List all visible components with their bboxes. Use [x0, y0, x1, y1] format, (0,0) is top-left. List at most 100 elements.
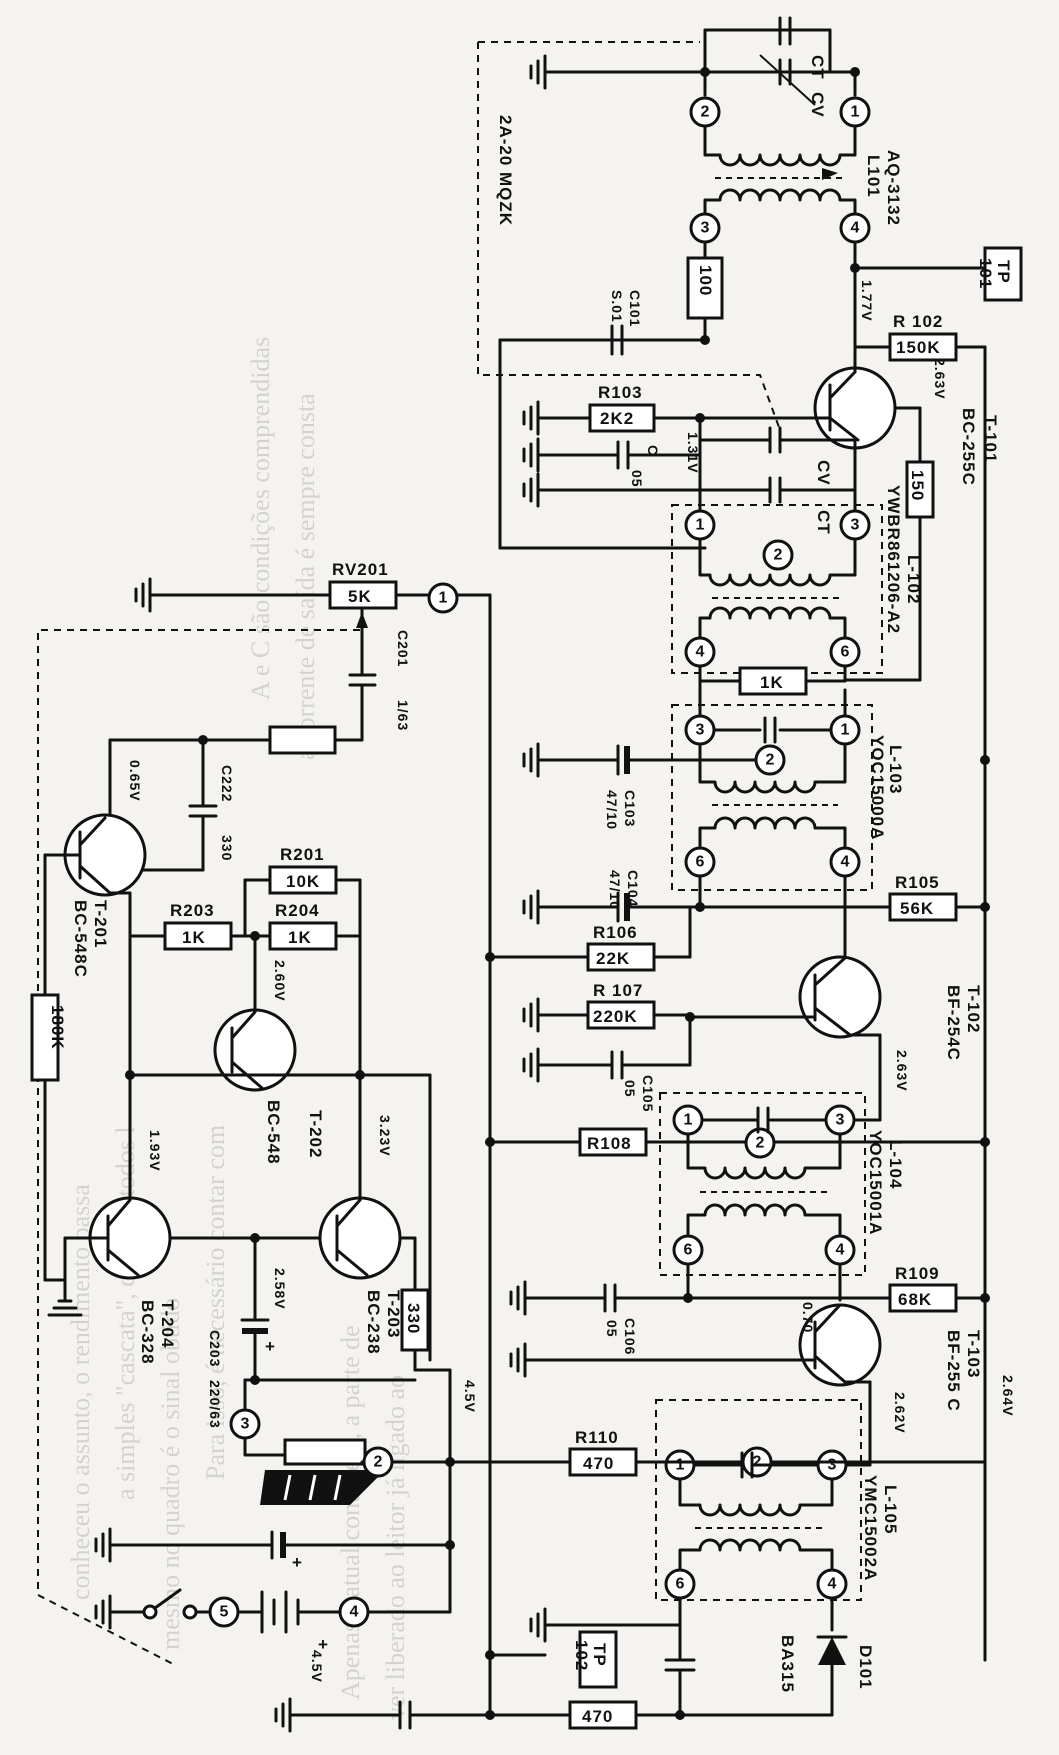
label-c203-val: 220/63	[207, 1380, 223, 1429]
label-l103-part: YOC15000A	[868, 735, 887, 840]
label-rv201-val: 5K	[348, 587, 372, 606]
label-v260: 2.60V	[272, 960, 288, 1002]
label-c222: C222	[219, 765, 235, 802]
label-l103: L-103	[886, 745, 905, 794]
ground-icon	[134, 577, 152, 613]
svg-text:6: 6	[676, 1576, 685, 1593]
ground-icon	[274, 1697, 292, 1733]
label-r201-val: 10K	[286, 872, 320, 891]
label-r204: R204	[275, 901, 320, 920]
label-v258: 2.58V	[272, 1268, 288, 1310]
label-t103: T-103	[964, 1330, 983, 1378]
diode-d101	[818, 1637, 846, 1665]
resistor-feed	[268, 725, 337, 755]
svg-text:2: 2	[374, 1454, 383, 1471]
label-t202-part: BC-548	[264, 1100, 283, 1165]
resistor-r107	[586, 1000, 656, 1030]
svg-text:4: 4	[836, 1242, 845, 1259]
svg-text:3: 3	[241, 1416, 250, 1433]
label-r109: R109	[895, 1264, 940, 1283]
ground-icon	[94, 1594, 112, 1630]
svg-text:4: 4	[828, 1576, 837, 1593]
l105-shield	[655, 1399, 862, 1601]
label-c104: C104	[625, 870, 641, 907]
label-c203: C203	[207, 1330, 223, 1367]
label-l105-part: YMC15002A	[861, 1475, 880, 1581]
speaker-icon	[260, 1438, 385, 1505]
label-t102: T-102	[964, 985, 983, 1033]
label-r201: R201	[280, 845, 325, 864]
label-r102: R 102	[893, 312, 943, 331]
label-r150: 150	[908, 470, 927, 501]
label-r180k: 180K	[48, 1005, 67, 1050]
transistor-t102	[798, 955, 882, 1039]
svg-text:5: 5	[220, 1604, 229, 1621]
label-c105: C105	[640, 1075, 656, 1112]
label-d101-part: BA315	[778, 1635, 797, 1693]
label-r103-val: 2K2	[600, 409, 634, 428]
label-t101-part: BC-255C	[959, 408, 978, 486]
label-t203-part: BC-238	[364, 1290, 383, 1355]
label-r103: R103	[598, 383, 643, 402]
label-tp101-b: 101	[976, 258, 995, 289]
label-c103: C103	[622, 790, 638, 827]
ground-icon	[529, 54, 547, 90]
transistor-t203	[318, 1196, 402, 1280]
svg-text:2: 2	[756, 1135, 765, 1152]
resistor-r108	[578, 1127, 648, 1157]
label-l104-part: YOC15001A	[866, 1130, 885, 1235]
label-t204-part: BC-328	[138, 1300, 157, 1365]
label-r102-val: 150K	[896, 338, 941, 357]
ground-icon	[522, 437, 540, 473]
label-c222-val: 330	[219, 835, 235, 861]
ground-icon	[529, 1607, 547, 1643]
label-c101-val: S.01	[609, 290, 625, 323]
svg-text:2: 2	[701, 104, 710, 121]
svg-text:6: 6	[841, 644, 850, 661]
ground-icon	[522, 400, 540, 436]
resistor-r105	[888, 892, 958, 922]
svg-text:3: 3	[851, 517, 860, 534]
label-l102-part: YWBR861206-A2	[884, 485, 903, 634]
resistor-180k	[30, 993, 60, 1082]
label-tp102-b: 102	[572, 1640, 591, 1671]
label-v45a: 4.5V	[462, 1380, 478, 1413]
svg-text:4: 4	[350, 1604, 359, 1621]
label-rv201: RV201	[332, 560, 389, 579]
label-l105: L-105	[881, 1485, 900, 1534]
label-t202: T-202	[306, 1110, 325, 1158]
label-r105: R105	[895, 873, 940, 892]
label-cv-mid: CV	[814, 460, 833, 486]
test-point-101	[983, 246, 1023, 302]
svg-text:4: 4	[696, 644, 705, 661]
label-r110-val: 470	[583, 1454, 614, 1473]
label-t103-part: BF-255 C	[944, 1330, 963, 1412]
label-plus: +	[265, 1337, 276, 1356]
label-r204-val: 1K	[288, 928, 312, 947]
svg-text:2: 2	[766, 752, 775, 769]
label-cv: CV	[808, 92, 827, 118]
label-r105-val: 56K	[900, 899, 934, 918]
svg-text:4: 4	[841, 854, 850, 871]
resistor-r201	[268, 865, 338, 895]
label-v193: 1.93V	[147, 1130, 163, 1172]
label-r106-val: 22K	[596, 949, 630, 968]
ground-icon	[522, 472, 540, 508]
ground-icon	[94, 1527, 112, 1563]
ground-icon	[522, 1047, 540, 1083]
label-t203: T-203	[384, 1290, 403, 1338]
label-ct: CT	[808, 55, 827, 80]
switch-contact	[182, 1604, 198, 1620]
label-c104-val: 47/10	[607, 870, 623, 910]
label-c05: 05	[629, 470, 645, 488]
label-tp102-a: TP	[590, 1643, 609, 1667]
svg-text:1: 1	[841, 722, 850, 739]
svg-text:2: 2	[753, 1454, 762, 1471]
label-v065: 0.65V	[127, 760, 143, 802]
ground-icon	[522, 742, 540, 778]
label-t101: T-101	[981, 415, 1000, 463]
label-c: C	[645, 445, 661, 456]
label-tuner: 2A-20 MQZK	[496, 115, 515, 226]
potentiometer-rv201	[328, 580, 398, 610]
